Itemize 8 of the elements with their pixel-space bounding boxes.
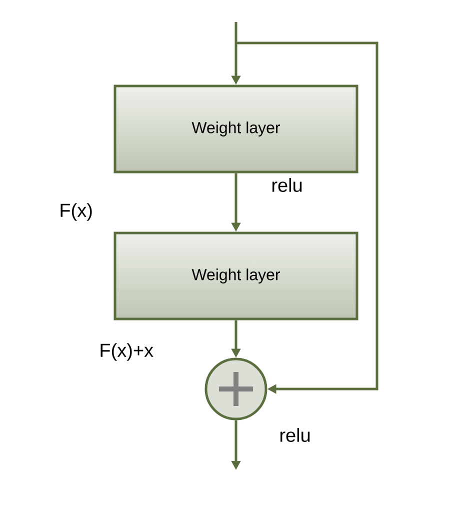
sum-circle (204, 358, 268, 420)
annotation: F(x)+x (100, 343, 154, 361)
edge-label: relu (270, 177, 304, 193)
edge-label: relu (278, 427, 312, 443)
annotation: F(x) (60, 203, 92, 221)
arrow (236, 42, 378, 394)
layer-box: Weight layer (114, 232, 358, 320)
layer-box: Weight layer (114, 84, 358, 174)
